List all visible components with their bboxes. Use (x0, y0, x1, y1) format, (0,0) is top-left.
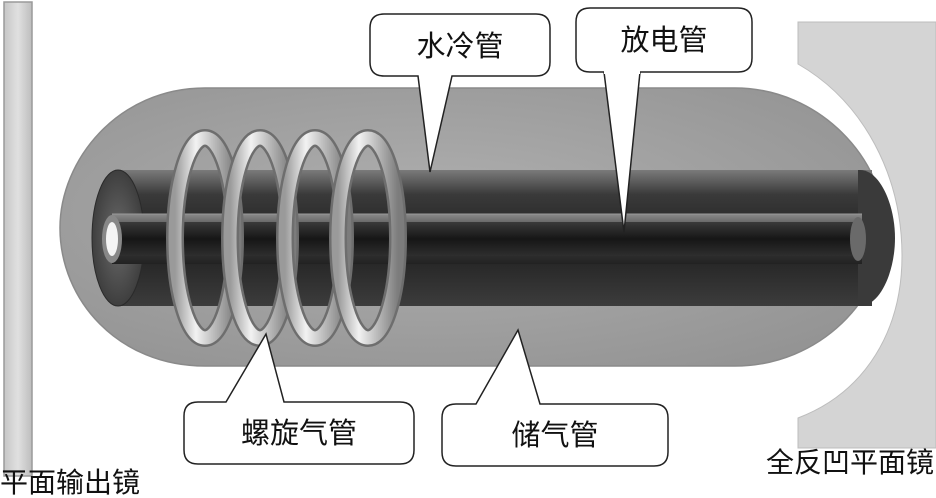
callout-spiral-gas-tube: 螺旋气管 (183, 332, 415, 465)
output-mirror (3, 1, 33, 477)
total-reflection-mirror (797, 21, 936, 449)
caption-total-reflection-mirror: 全反凹平面镜 (766, 446, 934, 479)
label-discharge-tube: 放电管 (620, 23, 707, 57)
callout-discharge-tube: 放电管 (575, 7, 753, 233)
label-spiral-gas-tube: 螺旋气管 (241, 416, 357, 450)
label-water-cooling-tube: 水冷管 (416, 29, 503, 63)
callout-gas-storage-tube: 储气管 (441, 328, 669, 467)
callout-water-cooling-tube: 水冷管 (369, 13, 551, 173)
label-gas-storage-tube: 储气管 (511, 418, 598, 452)
caption-output-mirror: 平面输出镜 (0, 466, 140, 498)
discharge-tube (102, 213, 866, 264)
spiral-gas-tube (166, 129, 407, 347)
